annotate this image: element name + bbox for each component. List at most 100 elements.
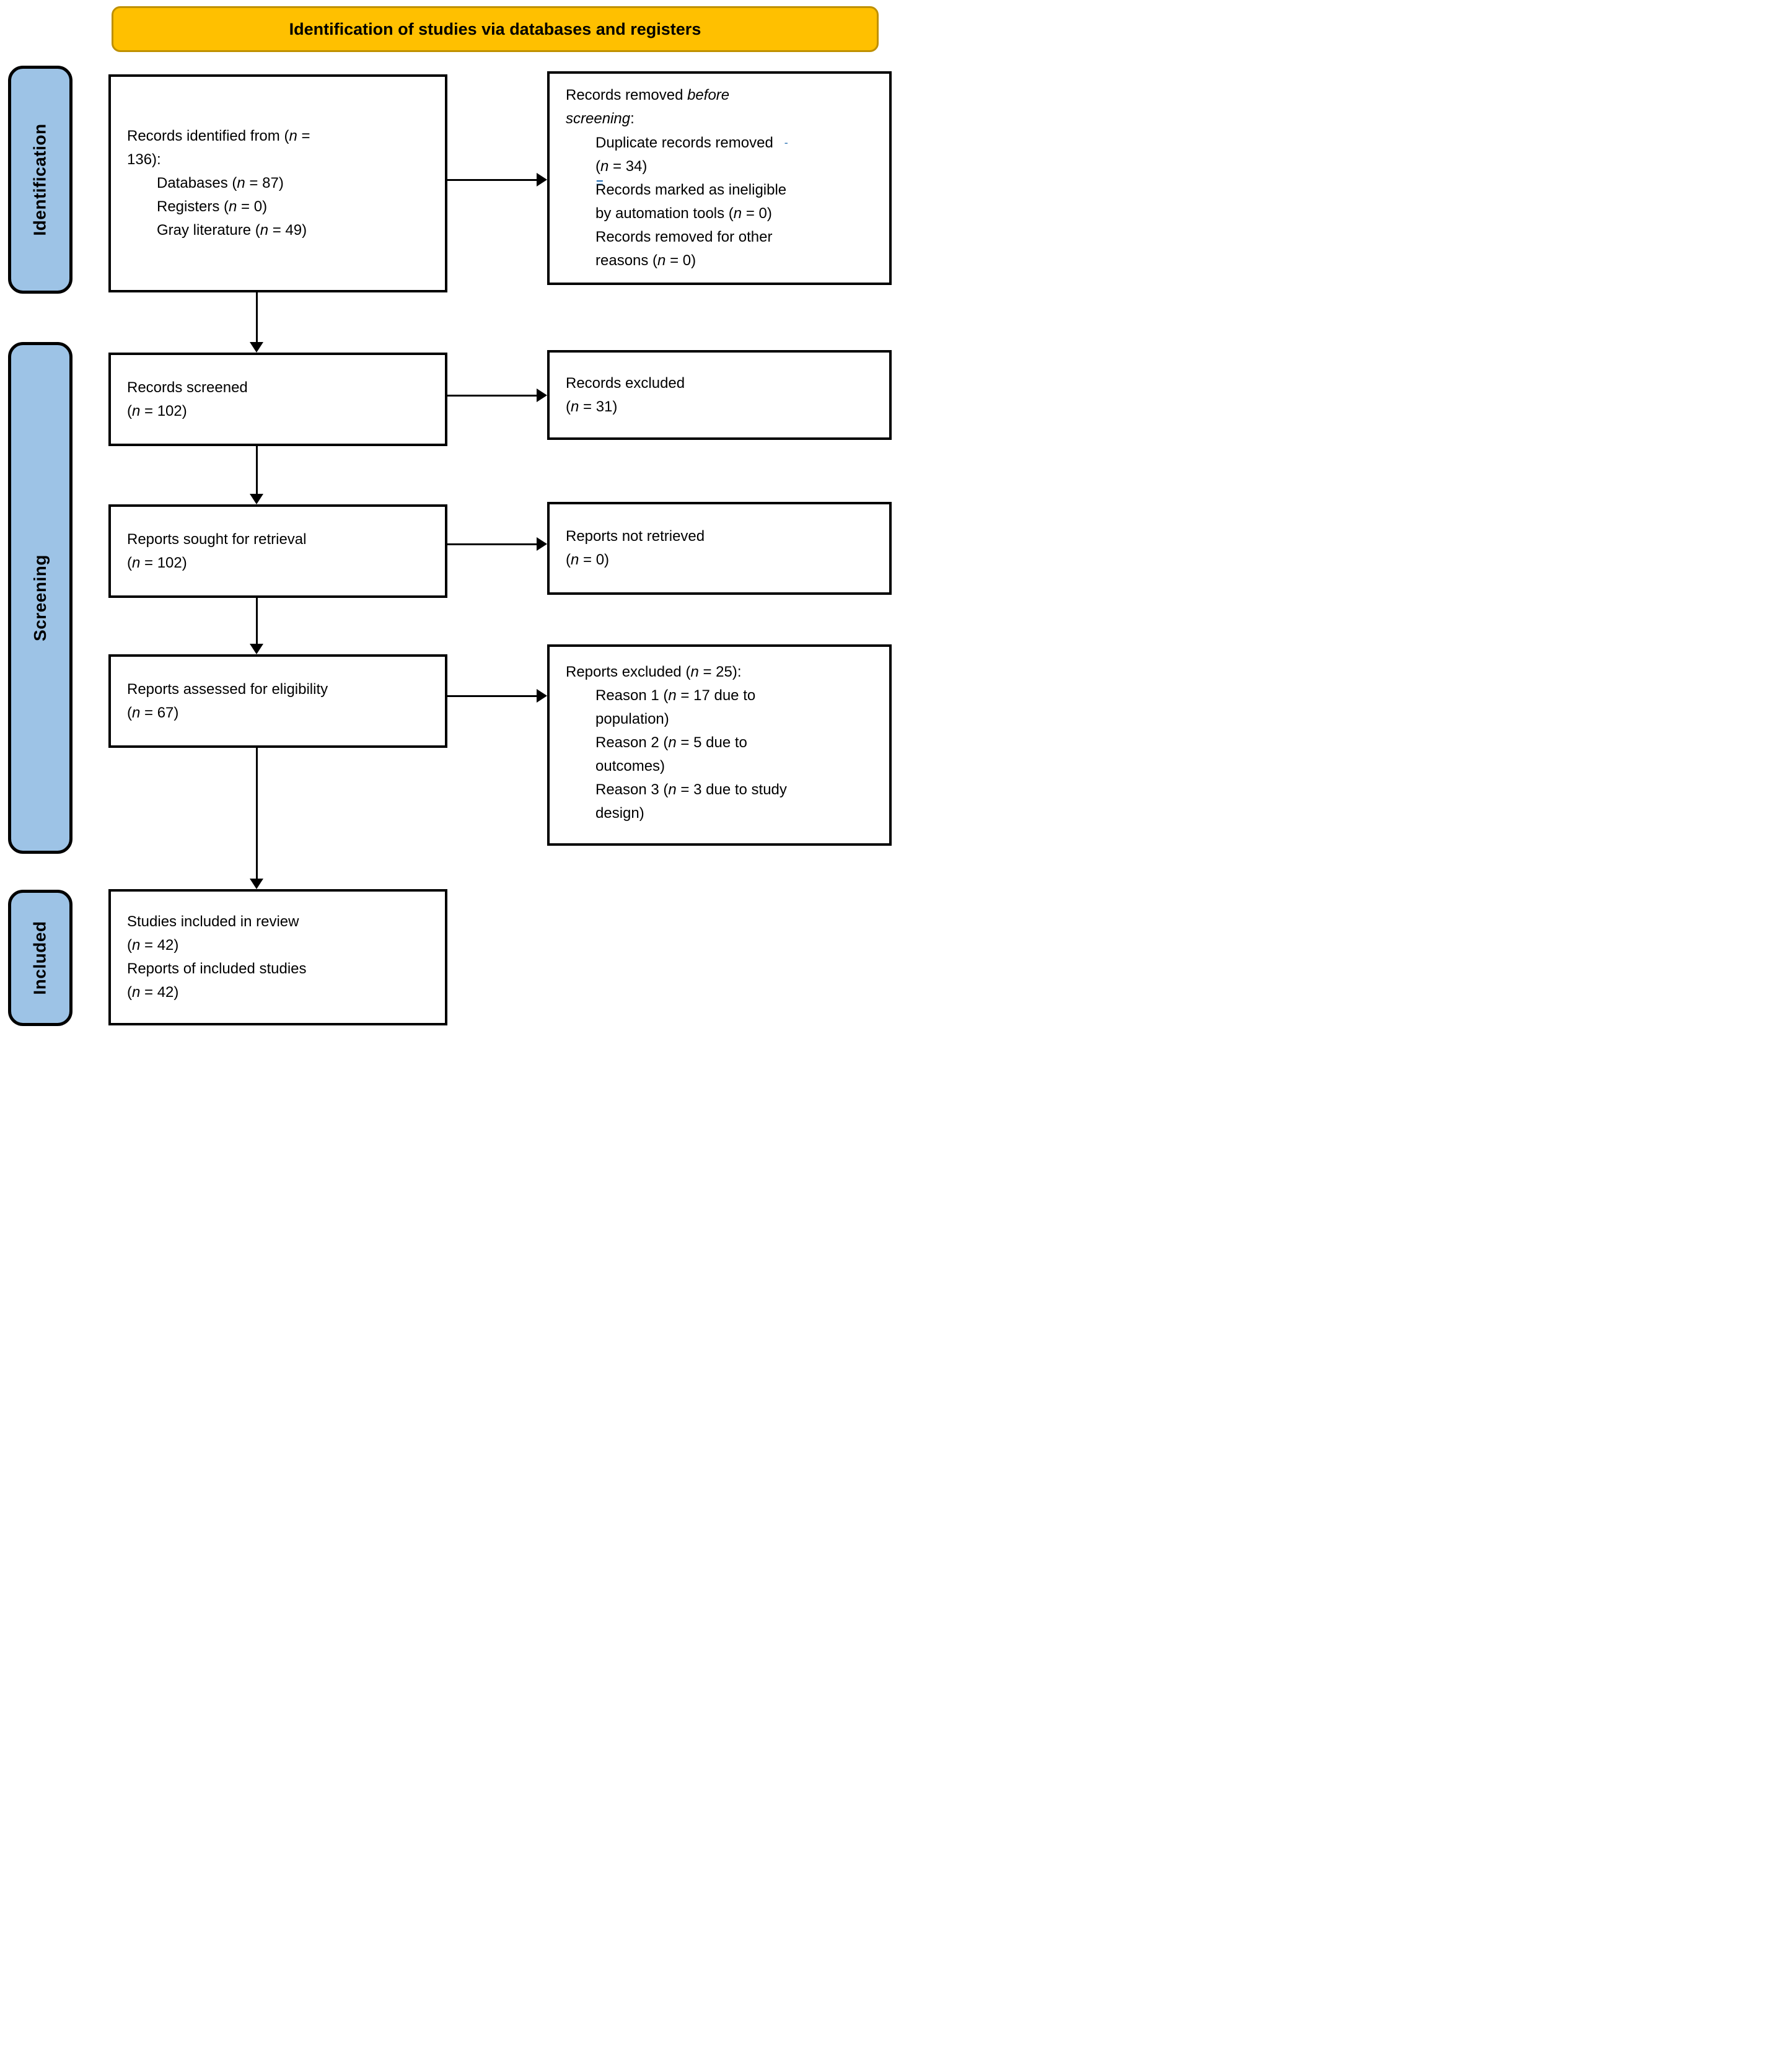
box-text-segment: Records removed <box>566 87 688 103</box>
box-text-segment: ( <box>127 937 132 954</box>
box-records-removed-text: Records removed before screening:Duplicat… <box>550 74 889 283</box>
box-text-line: (n = 0) <box>566 548 883 572</box>
italic-n-text: n <box>229 198 237 215</box>
box-text-segment: ( <box>127 984 132 1001</box>
stage-included-label: Included <box>30 921 50 995</box>
box-text-line: Reports not retrieved <box>566 525 883 548</box>
tracked-change-underline-icon: = <box>596 177 604 190</box>
box-text-line: screening: <box>566 107 883 131</box>
arrow-head-down-icon <box>250 494 263 504</box>
box-text-segment: = 25): <box>698 664 742 680</box>
box-text-line: Reports excluded (n = 25): <box>566 660 883 684</box>
italic-n-text: n <box>132 984 141 1001</box>
italic-n-text: n <box>132 937 141 954</box>
box-text-line: Duplicate records removed- <box>595 131 883 155</box>
box-text-segment: by automation tools ( <box>595 205 734 222</box>
box-text-line: Reports assessed for eligibility <box>127 678 439 701</box>
box-text-line: (n = 102) <box>127 551 439 575</box>
arrow-head-down-icon <box>250 879 263 889</box>
arrow-shaft <box>255 446 258 495</box>
box-text-line: by automation tools (n = 0) <box>595 202 883 226</box>
box-text-segment: ( <box>595 158 600 175</box>
box-records-identified-text: Records identified from (n =136):Databas… <box>111 77 445 290</box>
box-records-excluded: Records excluded(n = 31) <box>547 350 892 440</box>
box-text-line: (n = 67) <box>127 701 439 725</box>
box-text-segment: = 49) <box>268 222 307 239</box>
box-text-line: Records removed for other <box>595 226 883 249</box>
box-records-screened-text: Records screened (n = 102) <box>111 355 445 444</box>
box-text-line: Reason 1 (n = 17 due to <box>595 684 883 708</box>
arrow-head-right-icon <box>537 173 547 186</box>
box-text-segment: : <box>630 110 635 127</box>
arrow-shaft <box>447 695 538 697</box>
italic-n-text: before <box>687 87 730 103</box>
box-text-segment: = 102) <box>140 402 187 419</box>
italic-n-text: n <box>571 398 579 415</box>
box-text-segment: = 0) <box>579 551 610 568</box>
italic-n-text: n <box>690 664 699 680</box>
arrow-head-down-icon <box>250 644 263 654</box>
tracked-change-dash-icon: - <box>784 136 788 149</box>
box-text-segment: Reports not retrieved <box>566 528 705 545</box>
box-text-segment: Reports sought for retrieval <box>127 530 307 548</box>
box-text-line: Reason 3 (n = 3 due to study <box>595 778 883 802</box>
box-text-segment: = 102) <box>140 554 187 571</box>
box-text-line: Reports of included studies <box>127 957 439 981</box>
box-text-segment: = 87) <box>245 175 284 191</box>
box-text-line: Reason 2 (n = 5 due to <box>595 731 883 755</box>
banner-title: Identification of studies via databases … <box>289 19 701 38</box>
box-text-line: Records identified from (n = <box>127 125 439 148</box>
stage-included: Included <box>8 890 72 1026</box>
box-text-segment: = <box>297 128 310 144</box>
box-text-line: design) <box>595 802 883 825</box>
box-text-line: (n = 34)= <box>595 155 883 190</box>
stage-screening: Screening <box>8 342 72 854</box>
box-text-segment: design) <box>595 805 644 822</box>
box-text-segment: Reason 1 ( <box>595 687 669 704</box>
box-reports-sought: Reports sought for retrieval (n = 102) <box>108 504 447 598</box>
box-text-line: reasons (n = 0) <box>595 249 883 273</box>
box-text-line: Records screened <box>127 376 439 400</box>
box-text-segment: = 42) <box>140 984 179 1001</box>
box-text-line: Studies included in review <box>127 910 439 934</box>
arrow-head-right-icon <box>537 689 547 703</box>
box-text-segment: ( <box>127 704 132 721</box>
box-text-line: Gray literature (n = 49) <box>157 219 439 242</box>
arrow-head-down-icon <box>250 342 263 353</box>
prisma-flow-diagram: Identification of studies via databases … <box>0 0 896 1031</box>
box-records-identified: Records identified from (n =136):Databas… <box>108 74 447 292</box>
box-text-segment: reasons ( <box>595 252 658 269</box>
italic-n-text: n <box>132 704 141 721</box>
stage-identification-label: Identification <box>30 123 50 236</box>
box-studies-included-text: Studies included in review(n = 42)Report… <box>111 892 445 1023</box>
box-text-line: (n = 42) <box>127 934 439 957</box>
box-text-line: (n = 31) <box>566 395 883 419</box>
box-text-line: 136): <box>127 148 439 172</box>
box-text-segment: Records screened <box>127 379 248 396</box>
box-text-segment: Records removed for other <box>595 229 773 245</box>
box-reports-not-retrieved: Reports not retrieved (n = 0) <box>547 502 892 595</box>
box-text-segment: Records marked as ineligible <box>595 182 787 198</box>
box-text-segment: Reports of included studies <box>127 960 307 977</box>
arrow-shaft <box>447 543 538 545</box>
box-text-segment: = 3 due to study <box>676 781 787 798</box>
box-studies-included: Studies included in review(n = 42)Report… <box>108 889 447 1025</box>
box-records-excluded-text: Records excluded(n = 31) <box>550 353 889 437</box>
box-text-line: Databases (n = 87) <box>157 172 439 195</box>
box-text-segment: = 31) <box>579 398 618 415</box>
italic-n-text: n <box>571 551 579 568</box>
box-records-screened: Records screened (n = 102) <box>108 353 447 446</box>
box-reports-not-retrieved-text: Reports not retrieved (n = 0) <box>550 504 889 592</box>
box-text-segment: Reports assessed for eligibility <box>127 680 328 698</box>
box-text-line: population) <box>595 708 883 731</box>
box-reports-excluded-text: Reports excluded (n = 25):Reason 1 (n = … <box>550 647 889 843</box>
italic-n-text: n <box>668 781 677 798</box>
box-text-line: (n = 102) <box>127 400 439 423</box>
italic-n-text: n <box>668 734 677 751</box>
arrow-shaft <box>447 178 538 181</box>
box-text-segment: Studies included in review <box>127 913 299 930</box>
box-reports-sought-text: Reports sought for retrieval (n = 102) <box>111 507 445 595</box>
box-text-line: outcomes) <box>595 755 883 778</box>
box-text-line: Records excluded <box>566 372 883 395</box>
box-reports-excluded: Reports excluded (n = 25):Reason 1 (n = … <box>547 644 892 846</box>
